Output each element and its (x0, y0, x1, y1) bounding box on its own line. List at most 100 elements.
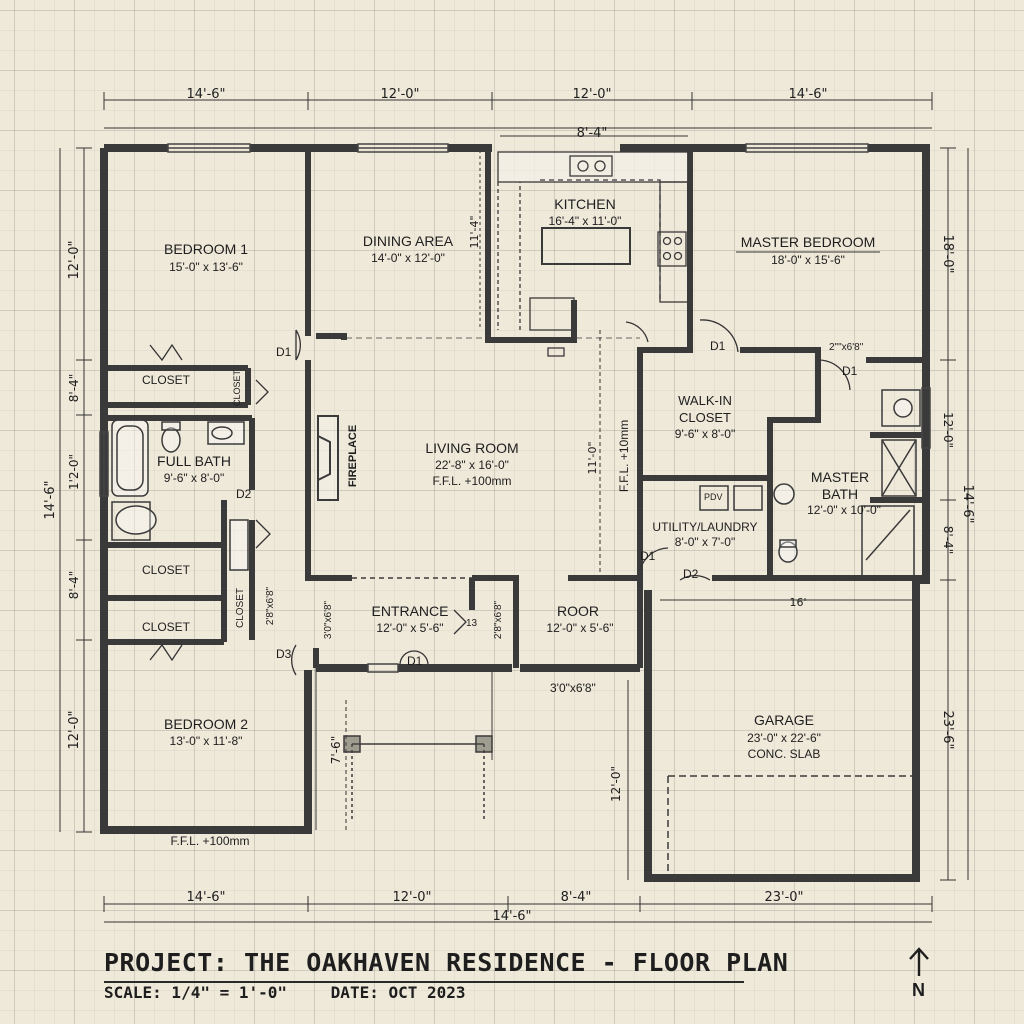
garage-note: CONC. SLAB (748, 747, 821, 761)
door-d2-utility: D2 (683, 567, 699, 581)
interior-walls (108, 150, 926, 668)
dim-left-outer: 14'-6" (43, 480, 58, 519)
dim-porch-depth: 7'-6" (329, 736, 343, 764)
dim-top-kitchen: 8'-4" (577, 126, 608, 141)
door-d1-utility: D1 (640, 549, 656, 563)
dim-right-4: 23'-6" (940, 710, 955, 749)
dimension-lines (59, 92, 969, 923)
dim-bottom-4: 23'-0" (764, 890, 803, 905)
door-swings (149, 319, 851, 676)
living-size: 22'-8" x 16'-0" (435, 458, 509, 472)
door-d3: D3 (276, 647, 292, 661)
door-size-front: 3'0"x6'8" (550, 681, 596, 695)
door-size-roor: 2'8"x6'8" (493, 600, 504, 639)
bath-fixtures (111, 389, 921, 579)
north-letter: N (912, 980, 925, 1000)
entrance-name: ENTRANCE (371, 603, 448, 619)
utility-size: 8'-0" x 7'-0" (675, 535, 735, 549)
master-bath-size: 12'-0" x 10'-0" (807, 503, 881, 517)
dim-top-3: 12'-0" (572, 87, 611, 102)
living-name: LIVING ROOM (425, 440, 518, 456)
fireplace (317, 415, 339, 501)
roor-size: 12'-0" x 5'-6" (546, 621, 613, 635)
bedroom1-name: BEDROOM 1 (164, 241, 248, 257)
project-label: PROJECT: (104, 948, 229, 977)
dim-bottom-2: 12'-0" (392, 890, 431, 905)
dim-top-1: 14'-6" (186, 87, 225, 102)
dim-bottom-total: 14'-6" (492, 909, 531, 924)
bedroom1-size: 15'-0" x 13'-6" (169, 260, 243, 274)
bedroom2-name: BEDROOM 2 (164, 716, 248, 732)
north-arrow: N (904, 946, 934, 1006)
entrance-size: 12'-0" x 5'-6" (376, 621, 443, 635)
door-size-master-bath: 2""x6'8" (829, 342, 864, 353)
dining-size: 14'-0" x 12'-0" (371, 251, 445, 265)
dim-entry-depth: 12'-0" (609, 766, 623, 802)
project-title: PROJECT: THE OAKHAVEN RESIDENCE - FLOOR … (104, 948, 788, 977)
ffl-left-note: F.F.L. +100mm (170, 834, 249, 848)
dim-right-3: 8'-4" (941, 526, 955, 554)
door-size-entrance: 3'0"x6'8" (323, 600, 334, 639)
tag-13: 13 (466, 618, 478, 629)
porch (315, 337, 915, 876)
dim-garage-span: 16' (789, 596, 806, 609)
project-name: THE OAKHAVEN RESIDENCE - FLOOR PLAN (243, 948, 789, 977)
door-size-closet: 2'8"x6'8" (265, 586, 276, 625)
door-d2-bath: D2 (236, 487, 252, 501)
full-bath-name: FULL BATH (157, 453, 231, 469)
door-d1-entrance: D1 (407, 654, 423, 668)
master-size: 18'-0" x 15'-6" (771, 253, 845, 267)
dimension-labels: 14'-6" 12'-0" 12'-0" 14'-6" 8'-4" 14'-6"… (43, 87, 975, 924)
utility-name: UTILITY/LAUNDRY (652, 520, 757, 534)
master-bath-name1: MASTER (811, 469, 869, 485)
closet-2: CLOSET (232, 369, 242, 406)
scale-date-line: SCALE: 1/4" = 1'-0" DATE: OCT 2023 (104, 983, 500, 1002)
closet-3: CLOSET (142, 563, 191, 577)
dining-name: DINING AREA (363, 233, 454, 249)
master-name: MASTER BEDROOM (741, 234, 876, 250)
garage-name: GARAGE (754, 712, 814, 728)
dim-bottom-3: 8'-4" (561, 890, 592, 905)
room-labels: BEDROOM 1 15'-0" x 13'-6" DINING AREA 14… (142, 196, 881, 761)
windows (99, 143, 931, 673)
dim-right-outer: 14'-6" (960, 484, 975, 523)
title-block: PROJECT: THE OAKHAVEN RESIDENCE - FLOOR … (104, 948, 788, 983)
title-underline (104, 981, 744, 983)
dim-kitchen-side: 11'-4" (468, 215, 481, 248)
roor-name: ROOR (557, 603, 599, 619)
door-d1-master: D1 (710, 339, 726, 353)
dim-left-4: 8'-4" (67, 571, 81, 599)
closet-5: CLOSET (235, 588, 246, 628)
north-arrow-icon (909, 947, 929, 976)
living-ffl: F.F.L. +100mm (432, 474, 511, 488)
door-d1-bath: D1 (842, 364, 858, 378)
fireplace-label: FIREPLACE (347, 425, 359, 487)
dim-left-5: 12'-0" (67, 710, 82, 749)
walkin-name2: CLOSET (679, 410, 731, 425)
dim-top-2: 12'-0" (380, 87, 419, 102)
dim-left-1: 12'-0" (67, 240, 82, 279)
dim-bottom-1: 14'-6" (186, 890, 225, 905)
annotations: F.F.L. +100mm F.F.L. +10mm D1 D1 D1 D1 D… (170, 339, 863, 848)
bedroom2-size: 13'-0" x 11'-8" (170, 734, 243, 748)
closet-1: CLOSET (142, 373, 191, 387)
pdv-label: PDV (704, 492, 723, 502)
dim-top-4: 14'-6" (788, 87, 827, 102)
scale-text: SCALE: 1/4" = 1'-0" (104, 983, 288, 1002)
door-d1-bed1: D1 (276, 345, 292, 359)
dim-right-2: 12'-0" (941, 412, 955, 448)
walkin-size: 9'-6" x 8'-0" (675, 427, 735, 441)
walkin-name1: WALK-IN (678, 393, 732, 408)
dim-left-2: 8'-4" (67, 374, 81, 402)
dim-right-1: 18'-0" (940, 234, 955, 273)
garage-size: 23'-0" x 22'-6" (747, 731, 821, 745)
ffl-vertical-note: F.F.L. +10mm (617, 420, 631, 492)
closet-4: CLOSET (142, 620, 191, 634)
kitchen-fixtures (497, 151, 689, 357)
full-bath-size: 9'-6" x 8'-0" (164, 471, 224, 485)
master-bath-name2: BATH (822, 486, 858, 502)
dim-left-3: 1'2-0" (67, 454, 81, 490)
dim-living-depth: 11'-0" (586, 441, 599, 474)
